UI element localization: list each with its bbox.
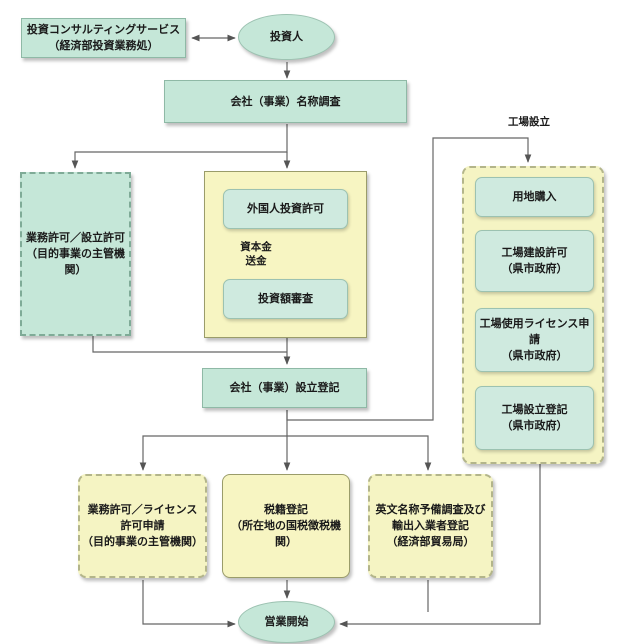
english-name-line2: 輸出入業者登記: [392, 519, 469, 533]
capital-audit-box: 投資額審査: [223, 279, 348, 319]
industry-permit-left-box: 業務許可／設立許可 （目的事業の主管機関）: [20, 172, 131, 336]
company-register-label: 会社（事業）設立登記: [229, 381, 340, 395]
land-purchase-label: 用地購入: [512, 190, 557, 204]
capital-remit-line1: 資本金: [240, 241, 272, 253]
company-register-box: 会社（事業）設立登記: [202, 368, 367, 408]
business-license-line2: 許可申請: [120, 519, 165, 533]
factory-register-sub: （県市政府）: [501, 419, 568, 432]
tax-register-sub: （所在地の国税徴税機関）: [231, 519, 341, 548]
factory-use-box: 工場使用ライセンス申請 （県市政府）: [475, 308, 594, 372]
name-check-label: 会社（事業）名称調査: [230, 94, 341, 108]
arrow-left-register: [92, 336, 287, 353]
industry-permit-left-sub: （目的事業の主管機関）: [26, 247, 125, 276]
capital-remit-line2: 送金: [245, 255, 267, 268]
consulting-sub: （経済部投資業務処）: [48, 39, 159, 52]
arrow-register-right: [287, 435, 432, 471]
investor-node: 投資人: [238, 14, 335, 60]
factory-register-title: 工場設立登記: [501, 403, 568, 417]
factory-use-sub: （県市政府）: [501, 348, 568, 362]
foreign-permit-box: 外国人投資許可: [223, 189, 348, 229]
name-check-box: 会社（事業）名称調査: [164, 80, 407, 123]
arrow-namecheck-left: [71, 124, 288, 169]
capital-audit-label: 投資額審査: [258, 292, 313, 306]
arrow-register-left: [139, 435, 287, 471]
english-name-box: 英文名称予備調査及び 輸出入業者登記 （経済部貿易局）: [368, 474, 493, 578]
industry-permit-left-title: 業務許可／設立許可: [26, 231, 125, 245]
factory-use-title: 工場使用ライセンス申請: [479, 317, 590, 347]
start-business-label: 営業開始: [264, 615, 309, 629]
factory-setup-label: 工場設立: [508, 116, 550, 128]
factory-build-box: 工場建設許可 （県市政府）: [475, 230, 594, 292]
factory-build-title: 工場建設許可: [501, 246, 568, 260]
business-license-box: 業務許可／ライセンス 許可申請 （目的事業の主管機関）: [78, 474, 207, 578]
english-name-line1: 英文名称予備調査及び: [375, 503, 486, 517]
foreign-permit-label: 外国人投資許可: [247, 202, 324, 216]
factory-build-sub: （県市政府）: [501, 262, 568, 275]
arrow-license-start: [142, 580, 236, 628]
factory-register-box: 工場設立登記 （県市政府）: [475, 386, 594, 450]
tax-register-title: 税籍登記: [264, 503, 308, 517]
capital-remit-label: 資本金 送金: [236, 240, 276, 268]
land-purchase-box: 用地購入: [475, 177, 594, 217]
consulting-title: 投資コンサルティングサービス: [26, 23, 181, 37]
tax-register-box: 税籍登記 （所在地の国税徴税機関）: [222, 474, 350, 578]
business-license-line1: 業務許可／ライセンス: [87, 503, 198, 517]
investor-label: 投資人: [270, 30, 303, 44]
business-license-line3: （目的事業の主管機関）: [82, 534, 203, 548]
arrow-factory-start: [339, 464, 541, 628]
english-name-line3: （経済部貿易局）: [386, 534, 475, 548]
start-business-node: 営業開始: [238, 601, 335, 643]
consulting-service-box: 投資コンサルティングサービス （経済部投資業務処）: [21, 18, 186, 58]
